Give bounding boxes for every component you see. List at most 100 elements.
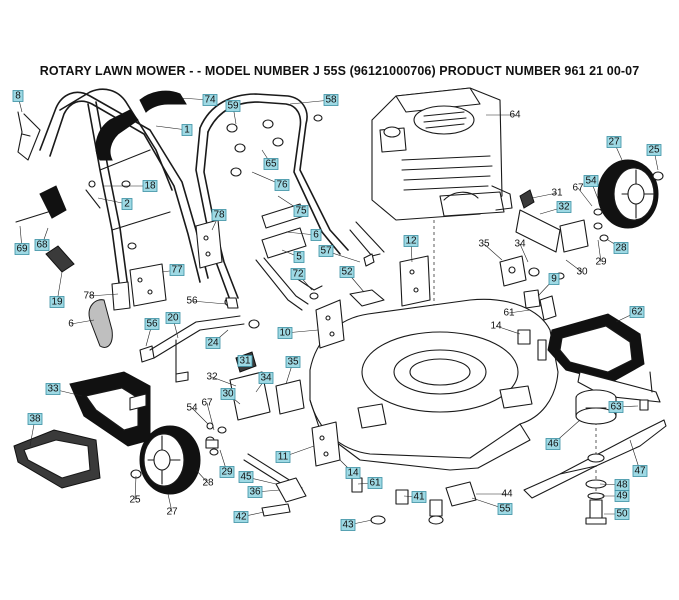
callout-box xyxy=(545,438,561,450)
part-callout-62: 62 xyxy=(615,306,645,323)
part-callout-78: 78 xyxy=(83,291,119,302)
part-number-label: 28 xyxy=(615,243,627,254)
part-callout-56: 56 xyxy=(144,318,160,347)
part-callout-59: 59 xyxy=(225,100,241,125)
callout-box xyxy=(614,508,630,520)
part-callout-1: 1 xyxy=(155,124,193,136)
part-number-label: 12 xyxy=(405,236,417,247)
part-number-label: 63 xyxy=(610,402,622,413)
callout-box xyxy=(274,179,290,191)
callout-box xyxy=(323,94,339,106)
part-number-label: 54 xyxy=(585,176,597,187)
part-callout-74: 74 xyxy=(179,94,218,106)
part-number-label: 25 xyxy=(129,495,141,506)
grass-catcher-drawing xyxy=(69,371,151,447)
callout-box xyxy=(275,451,291,463)
part-callout-33: 33 xyxy=(45,383,83,397)
part-number-label: 34 xyxy=(514,239,526,250)
callout-leader-line xyxy=(483,243,503,261)
callout-box xyxy=(345,467,361,479)
part-callout-43: 43 xyxy=(340,519,373,531)
callout-box xyxy=(608,401,624,413)
callout-box xyxy=(646,144,662,156)
part-callout-19: 19 xyxy=(49,271,65,308)
callout-box xyxy=(49,296,65,308)
callout-box xyxy=(205,337,221,349)
part-number-label: 43 xyxy=(342,520,354,531)
part-number-label: 6 xyxy=(313,230,319,241)
part-callout-50: 50 xyxy=(604,508,630,520)
callout-box xyxy=(497,503,513,515)
part-number-label: 77 xyxy=(171,265,183,276)
callout-box xyxy=(403,235,419,247)
part-number-label: 47 xyxy=(634,466,646,477)
callout-box xyxy=(247,486,263,498)
part-callout-57: 57 xyxy=(318,245,361,263)
part-number-label: 8 xyxy=(15,91,21,102)
part-number-label: 29 xyxy=(595,257,607,268)
callout-box xyxy=(233,511,249,523)
part-callout-61: 61 xyxy=(357,477,383,489)
part-number-label: 64 xyxy=(509,110,521,121)
callout-box xyxy=(339,266,355,278)
callout-box xyxy=(606,136,622,148)
part-callout-29: 29 xyxy=(595,239,607,268)
callout-box xyxy=(169,264,185,276)
callout-leader-line xyxy=(70,319,95,325)
part-number-label: 2 xyxy=(124,199,130,210)
callout-box xyxy=(142,180,158,192)
part-number-label: 56 xyxy=(146,319,158,330)
callout-leader-line xyxy=(88,293,119,297)
part-number-label: 10 xyxy=(279,328,291,339)
part-callout-12: 12 xyxy=(403,235,419,263)
part-number-label: 48 xyxy=(616,480,628,491)
part-callout-76: 76 xyxy=(251,171,290,191)
part-callout-24: 24 xyxy=(205,329,229,349)
part-number-label: 57 xyxy=(320,246,332,257)
callout-box xyxy=(45,383,61,395)
part-number-label: 74 xyxy=(204,95,216,106)
part-callout-56: 56 xyxy=(186,296,227,307)
part-callout-28: 28 xyxy=(195,469,214,489)
callout-box xyxy=(367,477,383,489)
callout-box xyxy=(14,243,30,255)
front-wheel-drawing xyxy=(130,425,227,495)
callout-box xyxy=(27,413,43,425)
part-callout-30: 30 xyxy=(565,259,588,278)
part-number-label: 33 xyxy=(47,384,59,395)
part-number-label: 1 xyxy=(184,125,190,136)
callout-box xyxy=(285,356,301,368)
part-callout-35: 35 xyxy=(285,356,301,385)
part-callout-54: 54 xyxy=(186,403,209,425)
callout-leader-line xyxy=(191,407,209,425)
part-number-label: 5 xyxy=(296,252,302,263)
part-callout-67: 67 xyxy=(572,183,593,207)
part-callout-14: 14 xyxy=(339,459,361,479)
rear-flap-drawing xyxy=(349,289,385,307)
callout-box xyxy=(310,229,322,241)
part-number-label: 6 xyxy=(68,319,74,330)
callout-leader-line xyxy=(495,325,521,335)
callout-box xyxy=(290,268,306,280)
part-callout-30: 30 xyxy=(220,388,241,405)
part-number-label: 35 xyxy=(287,357,299,368)
part-callout-61: 61 xyxy=(503,308,531,319)
part-callout-9: 9 xyxy=(537,273,560,297)
callout-box xyxy=(293,205,309,217)
part-callout-65: 65 xyxy=(261,149,279,170)
callout-leader-line xyxy=(167,493,173,513)
callout-leader-line xyxy=(531,192,558,199)
part-callout-69: 69 xyxy=(14,225,30,255)
part-number-label: 67 xyxy=(572,183,584,194)
part-callout-42: 42 xyxy=(233,511,265,523)
part-number-label: 59 xyxy=(227,101,239,112)
callout-box xyxy=(556,201,572,213)
part-number-label: 61 xyxy=(503,308,515,319)
part-number-label: 30 xyxy=(222,389,234,400)
part-number-label: 52 xyxy=(341,267,353,278)
handle-grip-drawing xyxy=(95,90,187,161)
part-callout-31: 31 xyxy=(531,188,563,199)
callout-leader-line xyxy=(195,469,209,484)
callout-box xyxy=(202,94,218,106)
part-number-label: 18 xyxy=(144,181,156,192)
